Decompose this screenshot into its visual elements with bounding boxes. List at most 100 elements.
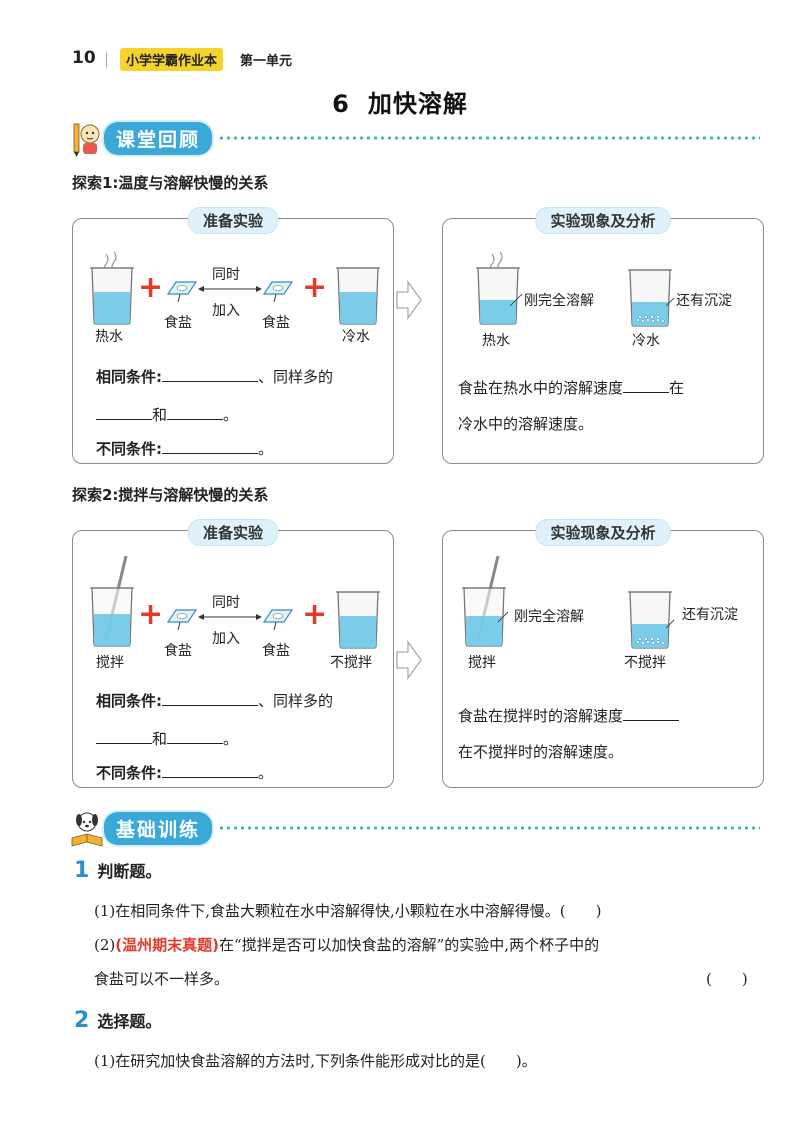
question-1-item-2: (2)(温州期末真题)在“搅拌是否可以加快食盐的溶解”的实验中,两个杯子中的 [94, 928, 599, 962]
period-text: 。 [258, 440, 274, 458]
page-number: 10 [72, 48, 96, 68]
label-no-stirring: 不搅拌 [330, 655, 372, 671]
flow-arrow-icon [396, 280, 422, 320]
label-hot-water: 热水 [482, 333, 510, 349]
same-conditions-suffix: 、同样多的 [258, 692, 334, 710]
label-no-stirring: 不搅拌 [624, 655, 666, 671]
different-conditions-label: 不同条件: [96, 764, 162, 782]
and-text: 和 [152, 730, 168, 748]
beaker-stirring-icon [462, 556, 508, 647]
analysis-line1: 食盐在热水中的溶解速度 [458, 379, 624, 397]
question-number: 2 [74, 1008, 90, 1033]
question-2-item-1: (1)在研究加快食盐溶解的方法时,下列条件能形成对比的是( )。 [94, 1052, 537, 1070]
period-text: 。 [223, 406, 239, 424]
explore-2-result-box: 实验现象及分析 [442, 519, 764, 788]
question-title: 选择题。 [97, 1012, 162, 1031]
answer-blank[interactable] [167, 729, 224, 744]
box-tag: 准备实验 [187, 519, 279, 546]
materials-line: 和。 [96, 728, 238, 749]
label-add: 加入 [212, 631, 240, 647]
beaker-stirring-icon [90, 556, 134, 647]
note-dissolved: 刚完全溶解 [524, 293, 594, 309]
double-arrow-icon [198, 614, 262, 620]
label-salt-right: 食盐 [262, 643, 290, 659]
beaker-hot-water-icon [476, 251, 522, 325]
label-cold-water: 冷水 [342, 329, 370, 345]
label-salt-left: 食盐 [164, 315, 192, 331]
flow-arrow-icon [396, 640, 422, 680]
beaker-hot-water-icon [90, 251, 134, 325]
same-conditions-line: 相同条件: 、同样多的 [96, 690, 333, 711]
explore-1-title: 探索1:温度与溶解快慢的关系 [72, 174, 269, 192]
note-sediment: 还有沉淀 [682, 607, 738, 623]
note-sediment: 还有沉淀 [676, 293, 732, 309]
explore-2-title: 探索2:搅拌与溶解快慢的关系 [72, 486, 269, 504]
answer-blank[interactable] [623, 378, 670, 393]
box-tag: 实验现象及分析 [535, 519, 671, 546]
answer-blank[interactable] [162, 691, 258, 706]
period-text: 。 [223, 730, 239, 748]
analysis-text: 食盐在搅拌时的溶解速度 在不搅拌时的溶解速度。 [458, 698, 758, 770]
label-salt-left: 食盐 [164, 643, 192, 659]
same-conditions-label: 相同条件: [96, 692, 162, 710]
beaker-sediment-icon [628, 269, 674, 327]
section-title-review: 课堂回顾 [104, 121, 213, 155]
label-cold-water: 冷水 [632, 333, 660, 349]
answer-blank[interactable] [96, 729, 152, 744]
answer-blank[interactable] [162, 439, 258, 454]
pencil-mascot-icon [73, 123, 100, 157]
analysis-line1-b: 在 [669, 379, 685, 397]
answer-blank[interactable] [162, 367, 258, 382]
period-text: 。 [258, 764, 274, 782]
analysis-text: 食盐在热水中的溶解速度 在 冷水中的溶解速度。 [458, 370, 758, 442]
section-banner-practice: 基础训练 [70, 808, 760, 848]
explore-1-prep-box: 准备实验 [72, 207, 394, 464]
question-title: 判断题。 [97, 862, 162, 881]
analysis-line2: 冷水中的溶解速度。 [458, 415, 594, 433]
materials-line: 和。 [96, 404, 238, 425]
different-conditions-label: 不同条件: [96, 440, 162, 458]
beaker-cold-water-icon [336, 267, 380, 325]
box-tag: 准备实验 [187, 207, 279, 234]
label-stirring: 搅拌 [468, 655, 496, 671]
analysis-line2: 在不搅拌时的溶解速度。 [458, 743, 624, 761]
answer-blank[interactable] [623, 706, 680, 721]
plus-icon: + [302, 597, 328, 632]
box-tag: 实验现象及分析 [535, 207, 671, 234]
answer-paren[interactable]: ( ) [706, 970, 748, 988]
question-1-heading: 1 判断题。 [74, 858, 161, 883]
beaker-still-icon [336, 591, 380, 649]
source-tag: (温州期末真题) [115, 936, 219, 954]
label-stirring: 搅拌 [96, 655, 124, 671]
salt-paper-icon [166, 609, 198, 630]
label-simultaneously: 同时 [212, 595, 240, 611]
section-title-practice: 基础训练 [104, 811, 213, 845]
question-1-item-1: (1)在相同条件下,食盐大颗粒在水中溶解得快,小颗粒在水中溶解得慢。( ) [94, 902, 602, 920]
salt-paper-icon [262, 281, 294, 302]
same-conditions-line: 相同条件:、同样多的 [96, 366, 333, 387]
question-1-item-2-line-2: 食盐可以不一样多。 [94, 970, 230, 988]
different-conditions-line: 不同条件: 。 [96, 762, 273, 783]
double-arrow-icon [198, 286, 262, 292]
and-text: 和 [152, 406, 168, 424]
answer-blank[interactable] [167, 405, 224, 420]
plus-icon: + [302, 270, 328, 305]
item-prefix: (2) [94, 936, 116, 954]
plus-icon: + [138, 270, 164, 305]
section-banner-review: 课堂回顾 [70, 118, 760, 158]
header-divider [106, 53, 107, 67]
answer-blank[interactable] [162, 763, 258, 778]
explore-2-prep-box: 准备实验 [72, 519, 394, 788]
answer-blank[interactable] [96, 405, 152, 420]
dog-reading-mascot-icon [71, 812, 103, 847]
item-text: 在“搅拌是否可以加快食盐的溶解”的实验中,两个杯子中的 [218, 936, 600, 954]
note-dissolved: 刚完全溶解 [514, 609, 584, 625]
salt-paper-icon [262, 609, 294, 630]
salt-paper-icon [166, 281, 198, 302]
question-number: 1 [74, 858, 90, 883]
lesson-name: 加快溶解 [367, 90, 468, 118]
plus-icon: + [138, 597, 164, 632]
explore-1-result-box: 实验现象及分析 [442, 207, 764, 464]
question-2-heading: 2 选择题。 [74, 1008, 161, 1033]
